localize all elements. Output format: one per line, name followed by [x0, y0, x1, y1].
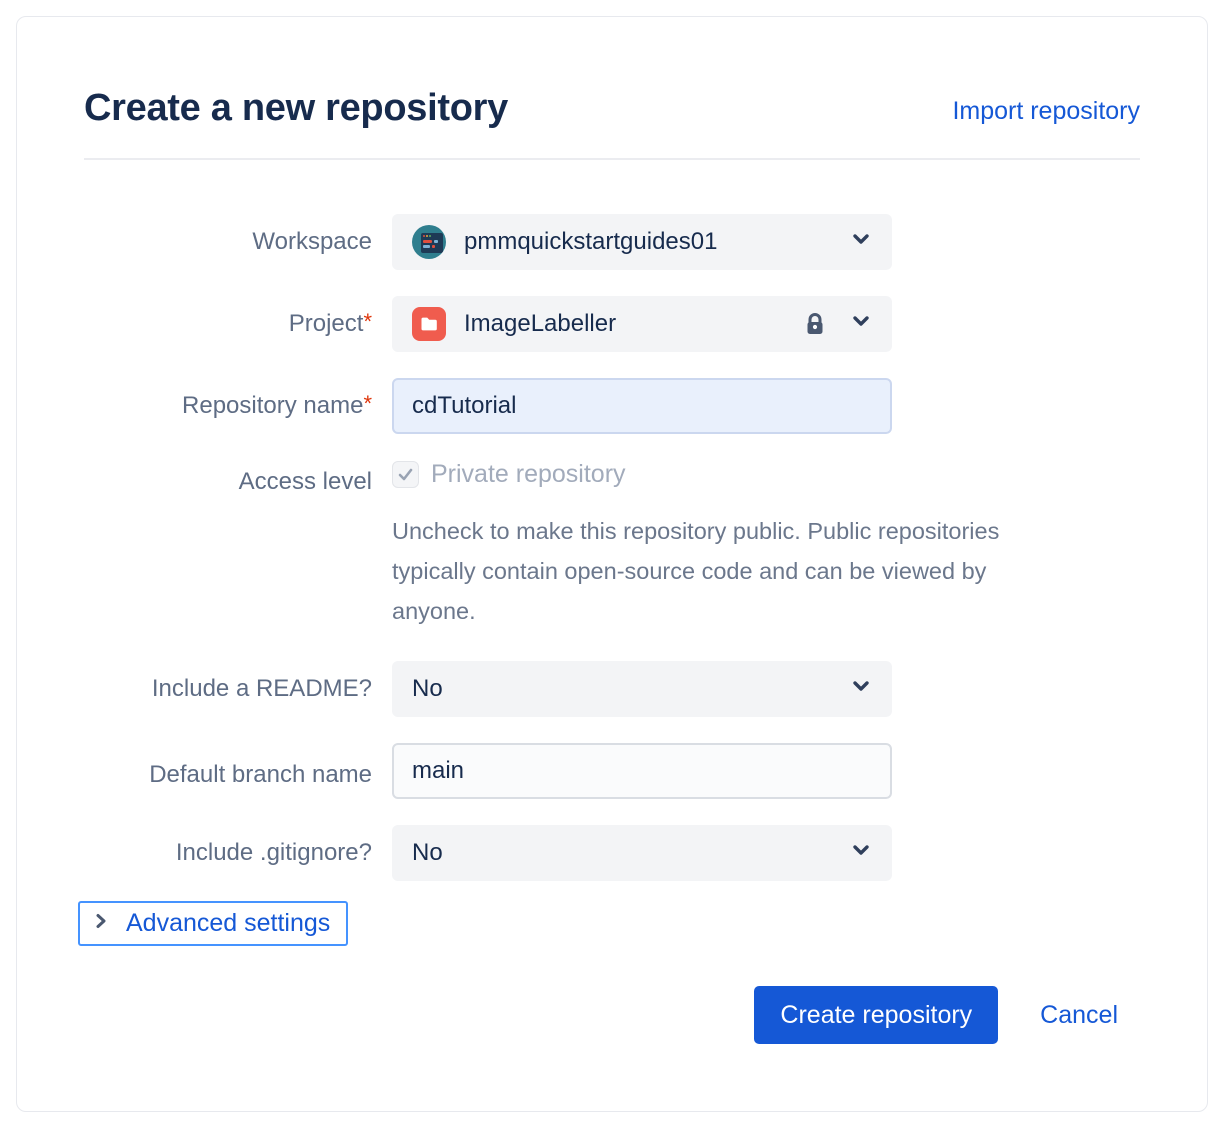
gitignore-value: No	[412, 839, 443, 866]
workspace-value: pmmquickstartguides01	[464, 228, 718, 255]
cancel-button[interactable]: Cancel	[1040, 1000, 1118, 1029]
readme-value: No	[412, 675, 443, 702]
repository-name-row: Repository name*	[84, 378, 1140, 434]
gitignore-select[interactable]: No	[392, 825, 892, 881]
default-branch-label: Default branch name	[149, 761, 372, 788]
project-value: ImageLabeller	[464, 310, 617, 337]
repository-name-input[interactable]	[392, 378, 892, 434]
advanced-settings-label: Advanced settings	[126, 909, 331, 937]
create-repository-button[interactable]: Create repository	[754, 986, 999, 1044]
required-asterisk: *	[363, 391, 372, 417]
repository-name-label: Repository name*	[182, 391, 372, 420]
workspace-label: Workspace	[252, 228, 372, 256]
advanced-settings-toggle[interactable]: Advanced settings	[78, 901, 349, 946]
chevron-down-icon	[850, 228, 872, 257]
workspace-select[interactable]: pmmquickstartguides01	[392, 214, 892, 270]
project-row: Project* ImageLabeller	[84, 296, 1140, 352]
access-level-label: Access level	[238, 468, 372, 495]
workspace-avatar-icon	[412, 225, 446, 259]
dialog-footer: Create repository Cancel	[84, 986, 1140, 1044]
create-repository-dialog: Create a new repository Import repositor…	[16, 16, 1208, 1112]
page-title: Create a new repository	[84, 87, 508, 129]
access-level-row: Access level Private repository Uncheck …	[84, 460, 1140, 631]
chevron-down-icon	[850, 839, 872, 868]
access-level-help-text: Uncheck to make this repository public. …	[392, 518, 1000, 624]
readme-row: Include a README? No	[84, 661, 1140, 717]
lock-icon	[802, 311, 828, 337]
readme-label: Include a README?	[151, 675, 372, 703]
private-repository-checkbox[interactable]	[392, 461, 419, 488]
default-branch-input[interactable]	[392, 743, 892, 799]
project-label: Project*	[288, 309, 372, 338]
project-folder-icon	[412, 307, 446, 341]
workspace-row: Workspace pmmquickstartguides01	[84, 214, 1140, 270]
gitignore-label: Include .gitignore?	[175, 839, 372, 867]
chevron-down-icon	[850, 675, 872, 704]
readme-select[interactable]: No	[392, 661, 892, 717]
private-repository-label: Private repository	[431, 460, 626, 488]
gitignore-row: Include .gitignore? No	[84, 825, 1140, 881]
header-divider	[84, 158, 1140, 160]
required-asterisk: *	[363, 309, 372, 335]
import-repository-link[interactable]: Import repository	[952, 97, 1140, 125]
dialog-header: Create a new repository Import repositor…	[84, 87, 1140, 130]
default-branch-row: Default branch name	[84, 743, 1140, 799]
create-repository-form: Workspace pmmquickstartguides01	[78, 214, 1140, 946]
chevron-down-icon	[850, 310, 872, 339]
project-select[interactable]: ImageLabeller	[392, 296, 892, 352]
chevron-right-icon	[92, 912, 110, 935]
